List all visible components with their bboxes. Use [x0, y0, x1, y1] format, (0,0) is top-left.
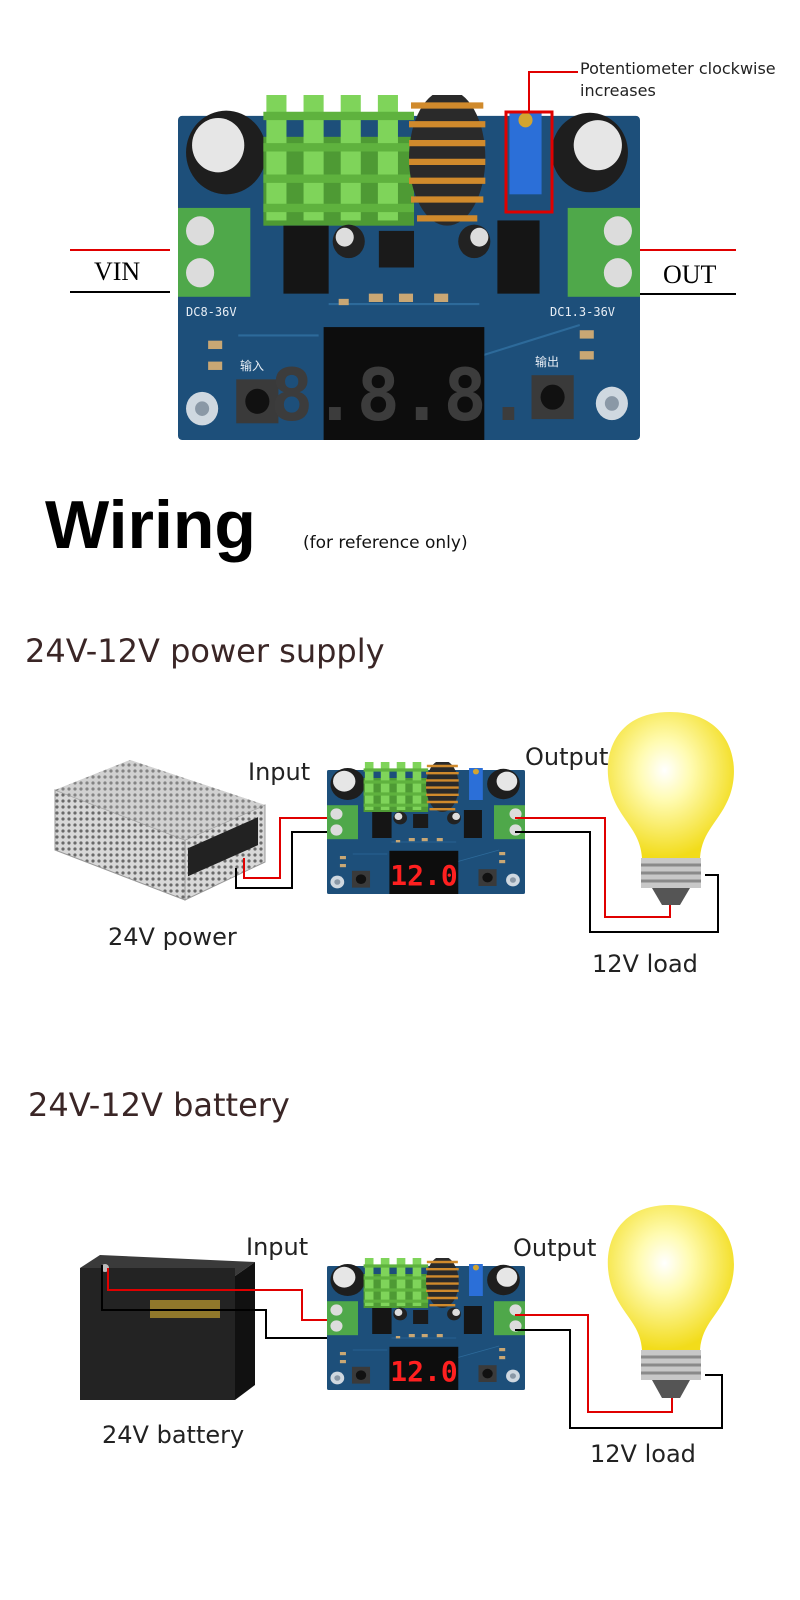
output-display: 12.0	[390, 859, 457, 892]
battery-image	[80, 1255, 255, 1400]
output-button-label: 输出	[535, 354, 559, 369]
output-negative-wire	[515, 1329, 723, 1429]
input-positive-wire	[243, 817, 335, 879]
section-battery: 24V-12V battery Input Output 12.0 24V ba…	[28, 1086, 734, 1468]
input-negative-wire	[235, 831, 335, 889]
input-label: Input	[248, 758, 310, 786]
callout-line	[528, 71, 578, 112]
callout-text-line1: Potentiometer clockwise	[580, 59, 776, 78]
callout-text-line2: increases	[580, 81, 656, 100]
input-positive-wire	[107, 1268, 335, 1321]
light-bulb-image	[607, 712, 734, 905]
output-display: 12.0	[390, 1355, 457, 1388]
output-negative-wire	[515, 831, 719, 933]
output-range-label: DC1.3-36V	[550, 305, 615, 319]
input-button-label: 输入	[240, 358, 264, 373]
load-label: 12V load	[592, 950, 698, 978]
input-range-label: DC8-36V	[186, 305, 237, 319]
section-power-supply: 24V-12V power supply Input Output 12.0 2…	[25, 632, 734, 978]
wiring-title: Wiring	[45, 487, 256, 563]
vin-label: VIN	[94, 257, 140, 286]
output-label: Output	[525, 743, 608, 771]
load-label: 12V load	[590, 1440, 696, 1468]
output-positive-wire	[515, 817, 671, 918]
source-label: 24V battery	[102, 1421, 244, 1449]
light-bulb-image	[607, 1205, 734, 1398]
output-label: Output	[513, 1234, 596, 1262]
output-positive-wire	[515, 1314, 673, 1413]
input-label: Input	[246, 1233, 308, 1261]
power-supply-unit-image	[54, 760, 266, 901]
section-title: 24V-12V battery	[28, 1086, 290, 1124]
input-negative-wire	[101, 1265, 335, 1339]
out-label: OUT	[663, 260, 717, 289]
module-closeup: VIN OUT DC8-36V DC1.3-36V 输入 输出 8.8.8. P…	[70, 59, 776, 440]
section-title: 24V-12V power supply	[25, 632, 385, 670]
idle-display: 8.8.8.	[270, 353, 530, 437]
source-label: 24V power	[108, 923, 237, 951]
wiring-note: (for reference only)	[303, 533, 468, 553]
